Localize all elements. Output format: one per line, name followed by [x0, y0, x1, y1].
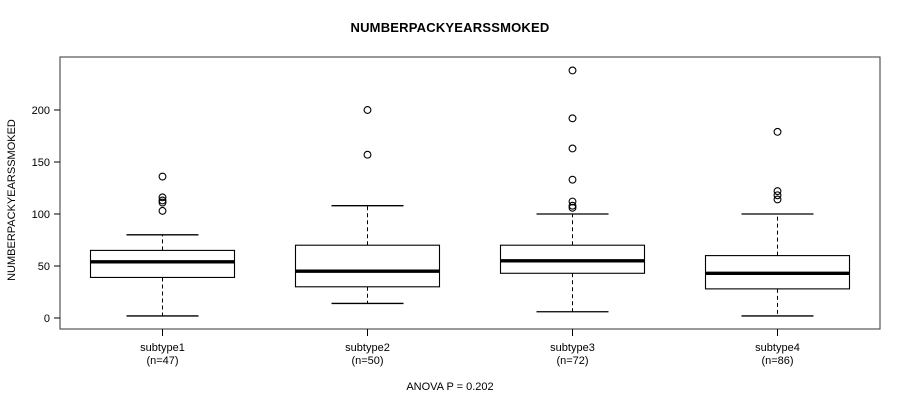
outlier-point: [568, 197, 577, 206]
box-iqr: [89, 249, 236, 278]
outlier-point: [773, 191, 782, 200]
x-tick-label-name: subtype3: [550, 342, 595, 354]
boxplot-group-subtype1: [89, 172, 236, 317]
x-tick-label-name: subtype2: [345, 342, 390, 354]
plot-frame: [59, 56, 881, 330]
boxplot-group-subtype2: [294, 106, 441, 305]
outlier-point: [363, 150, 372, 159]
outlier-point: [158, 196, 167, 205]
y-tick-label: 150: [32, 157, 50, 169]
x-tick-label-count: (n=50): [351, 355, 383, 367]
outlier-point: [363, 106, 372, 114]
x-tick-label-count: (n=47): [146, 355, 178, 367]
outlier-point: [568, 66, 577, 75]
y-tick-label: 0: [44, 313, 50, 325]
outlier-point: [158, 198, 167, 207]
outlier-point: [568, 114, 577, 123]
outlier-point: [773, 187, 782, 196]
outlier-point: [568, 201, 577, 210]
outlier-point: [773, 195, 782, 204]
boxplot-group-subtype3: [499, 66, 646, 313]
outlier-point: [158, 206, 167, 215]
outlier-point: [568, 175, 577, 184]
y-tick-label: 200: [32, 105, 50, 117]
outlier-point: [158, 172, 167, 181]
y-tick-label: 50: [38, 261, 50, 273]
x-tick-label-count: (n=86): [761, 355, 793, 367]
x-tick-label-name: subtype1: [140, 342, 185, 354]
x-tick-label-count: (n=72): [556, 355, 588, 367]
page-title: NUMBERPACKYEARSSMOKED: [350, 20, 550, 35]
x-tick-label-name: subtype4: [755, 342, 800, 354]
anova-annotation: ANOVA P = 0.202: [406, 381, 494, 393]
boxplot-group-subtype4: [704, 127, 851, 317]
outlier-point: [568, 203, 577, 212]
y-tick-label: 100: [32, 209, 50, 221]
outlier-point: [158, 193, 167, 202]
box-iqr: [294, 244, 441, 288]
outlier-point: [568, 144, 577, 153]
outlier-point: [773, 127, 782, 136]
